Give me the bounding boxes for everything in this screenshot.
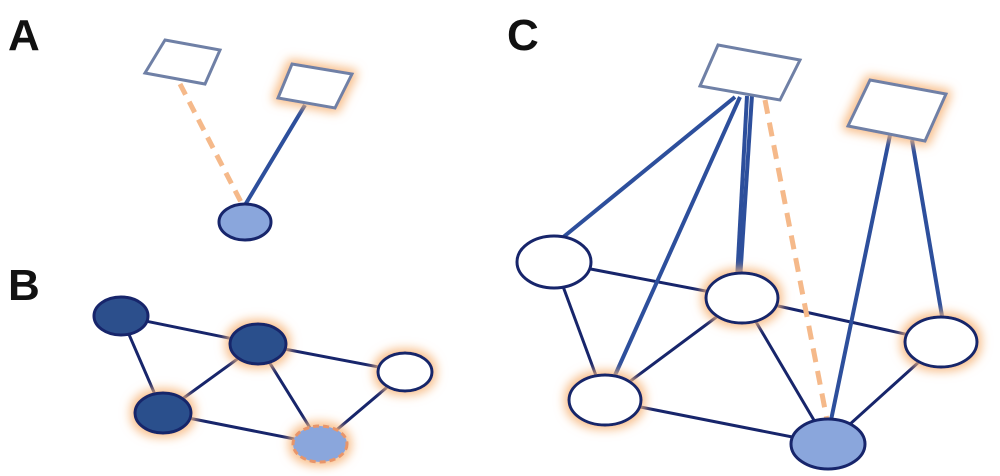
panel-a-solid-link xyxy=(243,103,307,207)
panel-c-link xyxy=(910,139,945,323)
panel-a xyxy=(142,38,355,242)
panel-b xyxy=(92,295,434,464)
panel-c-node-white xyxy=(515,234,593,290)
panel-c-square-highlighted xyxy=(845,78,949,143)
panel-b-node-dark-highlighted xyxy=(133,391,193,435)
panel-c-node-white-highlighted xyxy=(704,271,780,325)
panel-b-node-dark xyxy=(92,295,150,337)
panel-a-square-highlighted xyxy=(275,62,355,110)
panel-c-link xyxy=(610,96,742,383)
panel-c-node-white-highlighted xyxy=(567,373,643,427)
panel-b-node-dark-highlighted xyxy=(228,322,288,366)
panel-b-node-white-highlighted xyxy=(376,351,434,393)
panel-label-b: B xyxy=(8,261,40,310)
panel-c xyxy=(515,43,979,471)
panel-c-node-light xyxy=(789,417,867,471)
panel-c-square-plain xyxy=(697,43,803,102)
panel-a-dashed-link xyxy=(177,82,245,206)
panel-a-node xyxy=(217,202,273,242)
panel-a-square-plain xyxy=(142,38,223,86)
panel-c-link xyxy=(738,94,754,281)
panel-c-link xyxy=(735,95,749,281)
panel-c-link xyxy=(554,95,737,245)
panel-b-node-light-dashed xyxy=(291,424,349,464)
panel-c-edge xyxy=(604,398,829,446)
panel-label-a: A xyxy=(8,11,40,60)
panel-c-dashed-link xyxy=(762,99,831,426)
panel-label-c: C xyxy=(507,11,539,60)
panel-c-link xyxy=(828,134,892,426)
panel-c-node-white-highlighted xyxy=(903,315,979,369)
